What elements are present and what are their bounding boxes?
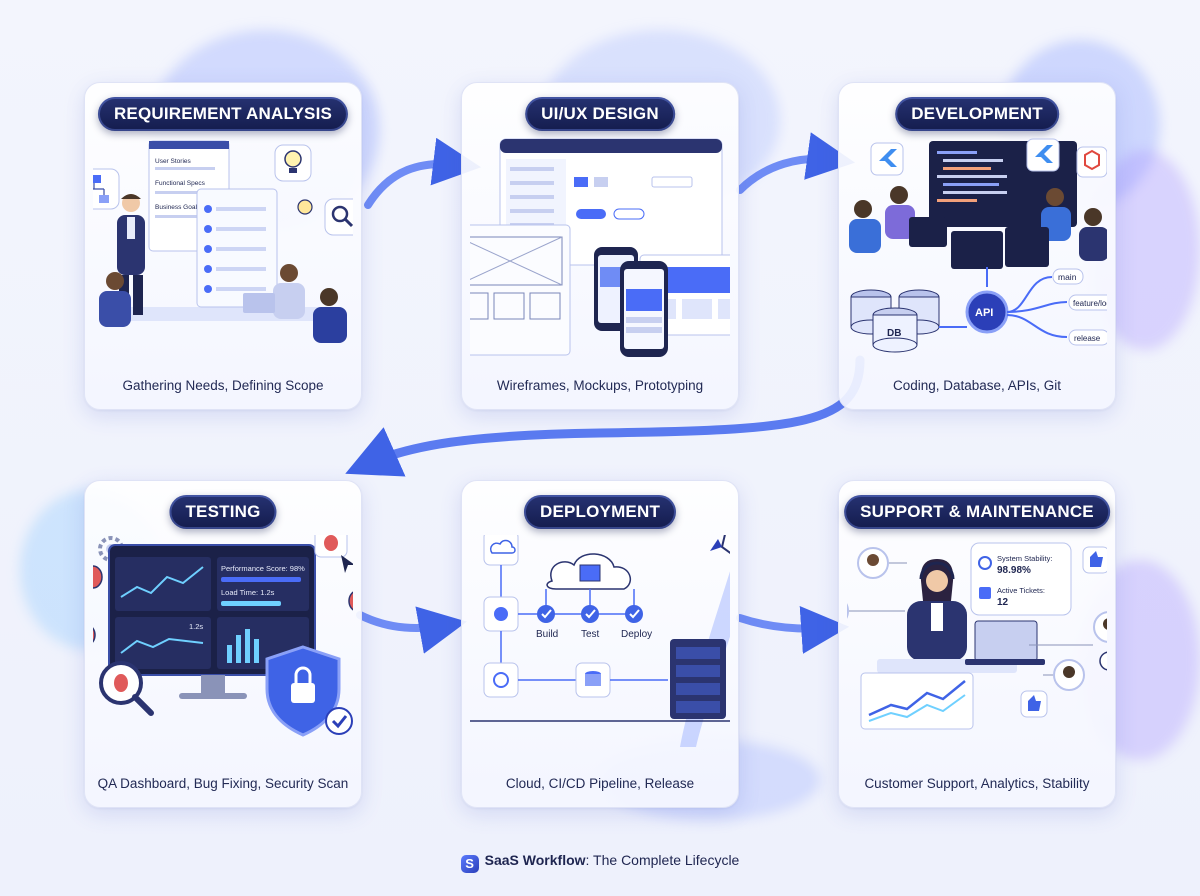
thumbs-up-icon [1082,546,1107,574]
step-deploy: Deploy [621,629,652,640]
wireframe-sketch [470,224,571,356]
stage-caption: Gathering Needs, Defining Scope [122,378,324,393]
laravel-icon [1076,146,1107,178]
stage-title: SUPPORT & MAINTENANCE [844,495,1110,529]
database-icon: DB [850,289,940,353]
stability-stats-card: System Stability: 98.98% Active Tickets:… [970,542,1072,616]
flutter-icon [870,142,904,176]
design-illustration [470,138,730,357]
storage-icon [575,662,611,698]
stage-title: DEPLOYMENT [523,495,677,529]
stat-stability-value: 98.98% [997,565,1031,576]
stage-title: UI/UX DESIGN [525,97,675,131]
footer-suffix: : The Complete Lifecycle [585,852,740,868]
footer-brand: SaaS Workflow [484,852,586,868]
testing-illustration: Performance Score: 98% Load Time: 1.2s 1… [93,535,353,737]
flowchart-icon [93,168,120,210]
customer-avatar [847,603,849,619]
cloud-upload-icon [483,535,519,566]
doc-line-2: Functional Specs [155,180,206,187]
deployment-illustration: Build Test Deploy [470,535,730,747]
footer-title: S SaaS Workflow: The Complete Lifecycle [0,852,1200,873]
laptop [965,620,1045,665]
stage-caption: Coding, Database, APIs, Git [892,378,1062,393]
stage-title: TESTING [169,495,277,529]
seated-team [99,264,347,343]
load-time: Load Time: 1.2s [221,588,275,597]
bug-icon [93,565,103,643]
arrow-4-to-5 [356,606,467,654]
requirement-illustration: User Stories Functional Specs Business G… [93,140,353,343]
metric-time: 1.2s [189,622,203,631]
stage-card-support-maintenance: SUPPORT & MAINTENANCE [838,480,1116,808]
deploy-step: Deploy [621,605,652,640]
network-node-icon [483,662,519,698]
branch-feature: feature/login [1073,299,1107,308]
doc-line-3: Business Goal [155,204,197,211]
security-shield-icon [265,645,353,737]
saas-logo-icon: S [460,855,479,873]
idea-bulb-icon [297,199,313,215]
branch-main: main [1058,272,1077,282]
stage-caption: Cloud, CI/CD Pipeline, Release [505,776,695,791]
customer-avatar [1053,659,1085,691]
pipeline-node-icon [483,596,519,632]
branch-release: release [1074,334,1101,343]
support-agent [877,559,1017,673]
customer-avatar [857,547,889,579]
server-rack-icon [670,639,726,719]
stage-card-testing: TESTING Performance Score: 98% Load Time… [84,480,362,808]
development-illustration: DB API main feature/login release [849,138,1107,353]
stage-title: DEVELOPMENT [895,97,1059,131]
api-hub: API [939,267,1009,334]
rocket-icon [710,535,730,554]
thumbs-up-icon [1020,690,1048,718]
test-step: Test [581,605,600,640]
checklist-document [196,188,278,308]
stage-caption: Wireframes, Mockups, Prototyping [496,378,704,393]
mobile-mockup [594,247,668,357]
stage-card-development: DEVELOPMENT [838,82,1116,410]
arrow-1-to-2 [364,137,482,209]
step-test: Test [581,629,600,640]
build-step: Build [536,605,558,640]
search-icon [324,198,353,236]
stat-stability-label: System Stability: [997,554,1052,563]
lightbulb-icon [274,144,312,182]
stage-card-deployment: DEPLOYMENT [461,480,739,808]
smiley-icon [1099,651,1107,671]
stage-card-requirement-analysis: REQUIREMENT ANALYSIS User Stories Functi… [84,82,362,410]
stat-tickets-value: 12 [997,597,1009,608]
stage-card-uiux-design: UI/UX DESIGN [461,82,739,410]
qa-dashboard-monitor: Performance Score: 98% Load Time: 1.2s 1… [108,544,316,699]
arrow-5-to-6 [736,605,850,654]
bug-icon [348,591,353,611]
step-build: Build [536,629,558,640]
git-branches: main feature/login release [1006,268,1107,346]
bug-alert-icon [314,535,353,573]
customer-avatar [1093,611,1107,643]
developer-team [849,186,1107,269]
stat-tickets-label: Active Tickets: [997,586,1045,595]
stage-title: REQUIREMENT ANALYSIS [97,97,349,131]
support-illustration: System Stability: 98.98% Active Tickets:… [847,542,1107,730]
api-label: API [975,307,993,319]
analytics-chart [860,672,974,730]
doc-line-1: User Stories [155,158,192,165]
flutter-icon [1026,138,1060,172]
stage-caption: Customer Support, Analytics, Stability [864,776,1090,791]
stage-caption: QA Dashboard, Bug Fixing, Security Scan [97,776,349,791]
db-label: DB [887,328,901,339]
cloud-icon [546,553,632,590]
perf-score: Performance Score: 98% [221,564,305,573]
bug-search-icon [99,661,154,716]
